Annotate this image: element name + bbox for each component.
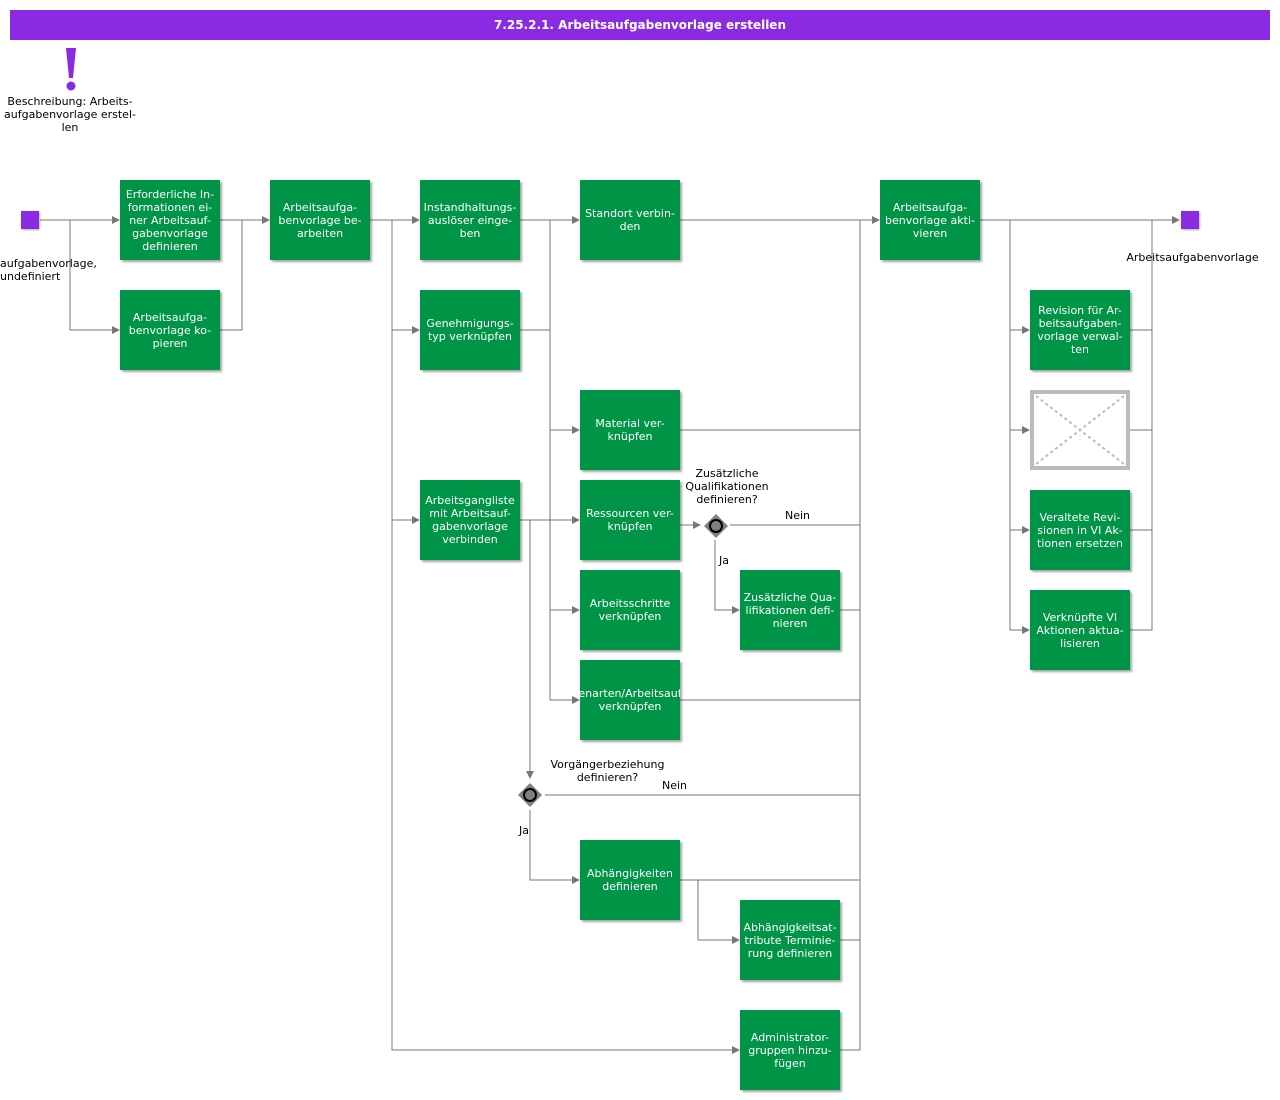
task-ressourcen[interactable]: Ressourcen ver- knüpfen [580,480,680,560]
task-verknuepfte[interactable]: Verknüpfte VI Aktionen aktua- lisieren [1030,590,1130,670]
task-kopieren[interactable]: Arbeitsaufga- benvorlage ko- pieren [120,290,220,370]
flow-split-mid [549,220,580,704]
gateway-vorgaenger[interactable] [518,783,542,807]
gateway-vorgaenger-question: Vorgängerbeziehung definieren? [550,758,665,784]
end-event[interactable] [1181,211,1199,229]
flow-split-left [391,220,740,1054]
task-abh-attribute[interactable]: Abhängigkeitsat- tribute Terminie- rung … [740,900,840,980]
task-info-definieren[interactable]: Erforderliche In- formationen ei- ner Ar… [120,180,220,260]
task-qualifikationen[interactable]: Zusätzliche Qua- lifikationen defi- nier… [740,570,840,650]
task-material[interactable]: Material ver- knüpfen [580,390,680,470]
task-arbeitsschritte[interactable]: Arbeitsschritte verknüpfen [580,570,680,650]
task-bearbeiten[interactable]: Arbeitsaufga- benvorlage be- arbeiten [270,180,370,260]
flow-start-kopieren [69,220,120,334]
exclamation-icon [66,48,76,91]
task-aktivieren[interactable]: Arbeitsaufga- benvorlage akti- vieren [880,180,980,260]
description-label: Beschreibung: Arbeits- aufgabenvorlage e… [4,95,136,134]
gateway-vorgaenger-yes: Ja [519,824,529,837]
task-veraltete[interactable]: Veraltete Revi- sionen in VI Ak- tionen … [1030,490,1130,570]
flow-gateway2-ja [529,810,580,884]
gateway-qualifikationen-yes: Ja [719,554,729,567]
end-event-label: Arbeitsaufgabenvorlage [1126,251,1259,264]
flow-gateway1-ja [714,540,740,614]
task-standort[interactable]: Standort verbin- den [580,180,680,260]
task-abhaengigkeiten[interactable]: Abhängigkeiten definieren [580,840,680,920]
gateway-qualifikationen-question: Zusätzliche Qualifikationen definieren? [685,467,769,506]
task-ausloeser[interactable]: Instandhaltungs- auslöser einge- ben [420,180,520,260]
broken-image-icon[interactable] [1030,390,1130,470]
gateway-qualifikationen[interactable] [704,514,728,538]
task-arten[interactable]: enarten/Arbeitsauf verknüpfen [580,660,680,740]
flow-kopieren-bearbeiten [220,220,243,331]
diagram-title: 7.25.2.1. Arbeitsaufgabenvorlage erstell… [10,10,1270,40]
task-admin[interactable]: Administrator- gruppen hinzu- fügen [740,1010,840,1090]
task-revision[interactable]: Revision für Ar- beitsaufgaben- vorlage … [1030,290,1130,370]
task-genehmigung[interactable]: Genehmigungs- typ verknüpfen [420,290,520,370]
gateway-qualifikationen-no: Nein [785,509,811,522]
task-arbeitsgangliste[interactable]: Arbeitsgangliste mit Arbeitsauf- gabenvo… [420,480,520,560]
flow-abh-attribute [697,880,740,944]
flow-split-right [1009,220,1030,634]
flow-merge-right [1130,220,1153,631]
flow-merge-line [840,220,861,1051]
start-event-label: aufgabenvorlage, undefiniert [0,257,97,283]
start-event[interactable] [21,211,39,229]
gateway-vorgaenger-no: Nein [662,779,688,792]
